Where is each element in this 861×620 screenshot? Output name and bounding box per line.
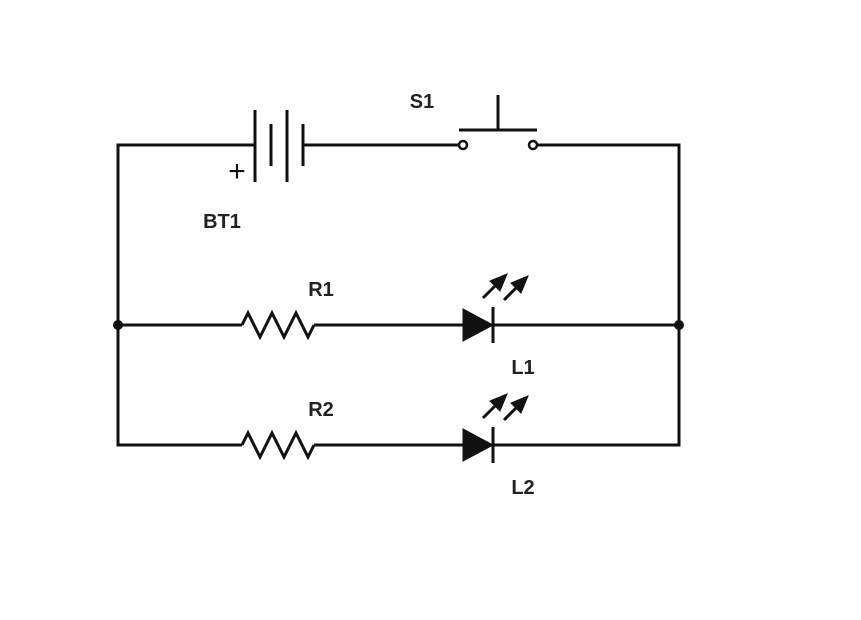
junction-right-node [674,320,684,330]
battery-symbol [253,110,305,182]
led-1-label: L1 [511,357,534,379]
led-1-symbol [462,273,529,343]
battery-label: BT1 [203,211,241,233]
junction-left-node [113,320,123,330]
resistor-1-symbol [240,309,316,341]
led-2-label: L2 [511,477,534,499]
switch-label: S1 [410,91,434,113]
push-button-switch-symbol [457,95,539,151]
battery-plus-mark: + [228,155,246,188]
led-2-symbol [462,393,529,463]
resistor-1-label: R1 [308,279,334,301]
resistor-2-label: R2 [308,399,334,421]
resistor-2-symbol [240,429,316,461]
